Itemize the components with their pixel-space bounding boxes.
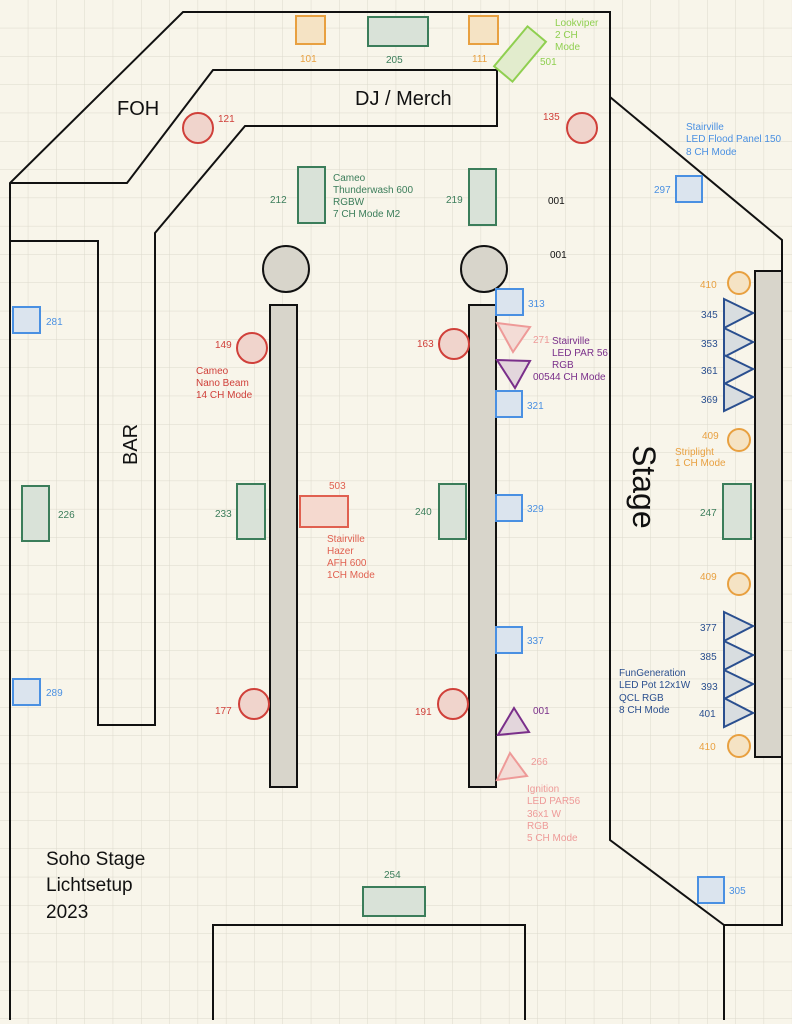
label-254: 254	[384, 870, 401, 881]
svg-text:2 CH: 2 CH	[555, 30, 578, 41]
svg-text:Hazer: Hazer	[327, 546, 354, 557]
svg-text:LED PAR56: LED PAR56	[527, 796, 581, 807]
svg-text:14 CH Mode: 14 CH Mode	[196, 390, 253, 401]
label-135: 135	[543, 112, 560, 123]
label-409: 409	[702, 431, 719, 442]
truss-right	[468, 304, 497, 788]
label-001: 001	[550, 250, 567, 261]
label-212: 212	[270, 195, 287, 206]
label-401: 401	[699, 709, 716, 720]
orange-fixtures	[295, 15, 751, 758]
label-281: 281	[46, 317, 63, 328]
label-501: 501	[540, 57, 557, 68]
label-353: 353	[701, 339, 718, 350]
label-271: 271	[533, 335, 550, 346]
label-149: 149	[215, 340, 232, 351]
area-foh: FOH	[117, 98, 159, 120]
par-fixtures	[495, 321, 532, 782]
label-361: 361	[701, 366, 718, 377]
svg-text:QCL RGB: QCL RGB	[619, 693, 664, 704]
label-0054: 0054	[533, 372, 556, 383]
label-247: 247	[700, 508, 717, 519]
label-233: 233	[215, 509, 232, 520]
truss-stage	[754, 270, 783, 758]
note-lookviper: Lookviper	[555, 18, 599, 29]
label-191: 191	[415, 707, 432, 718]
svg-text:5 CH Mode: 5 CH Mode	[527, 833, 578, 844]
label-410: 410	[700, 280, 717, 291]
svg-text:LED Flood Panel 150: LED Flood Panel 150	[686, 134, 782, 145]
svg-text:RGB: RGB	[552, 360, 574, 371]
label-289: 289	[46, 688, 63, 699]
label-377: 377	[700, 623, 717, 634]
svg-text:LED Pot 12x1W: LED Pot 12x1W	[619, 680, 691, 691]
label-329: 329	[527, 504, 544, 515]
led-pot-fixtures	[723, 297, 756, 729]
title-line2: Lichtsetup	[46, 875, 133, 896]
area-bar: BAR	[120, 424, 142, 465]
label-410: 410	[699, 742, 716, 753]
svg-text:8 CH Mode: 8 CH Mode	[686, 147, 737, 158]
green-fixtures	[21, 16, 752, 917]
label-409: 409	[700, 572, 717, 583]
blue-fixtures	[12, 175, 725, 904]
label-219: 219	[446, 195, 463, 206]
label-393: 393	[701, 682, 718, 693]
label-313: 313	[528, 299, 545, 310]
area-dj: DJ / Merch	[355, 88, 452, 110]
svg-text:Nano Beam: Nano Beam	[196, 378, 249, 389]
label-266: 266	[531, 757, 548, 768]
svg-text:4 CH Mode: 4 CH Mode	[555, 372, 606, 383]
label-385: 385	[700, 652, 717, 663]
label-337: 337	[527, 636, 544, 647]
note-nanobeam: Cameo	[196, 366, 229, 377]
note-striplight: Striplight	[675, 447, 714, 458]
label-297: 297	[654, 185, 671, 196]
label-101: 101	[300, 54, 317, 65]
label-503: 503	[329, 481, 346, 492]
svg-text:Mode: Mode	[555, 42, 580, 53]
label-121: 121	[218, 114, 235, 125]
note-floodpanel: Stairville	[686, 122, 724, 133]
note-par56: Stairville	[552, 336, 590, 347]
note-ignition: Ignition	[527, 784, 559, 795]
svg-text:LED PAR 56: LED PAR 56	[552, 348, 608, 359]
truss-left	[269, 304, 298, 788]
svg-text:Thunderwash 600: Thunderwash 600	[333, 185, 413, 196]
label-001: 001	[533, 706, 550, 717]
svg-text:RGB: RGB	[527, 821, 549, 832]
label-001: 001	[548, 196, 565, 207]
label-205: 205	[386, 55, 403, 66]
label-305: 305	[729, 886, 746, 897]
svg-text:AFH 600: AFH 600	[327, 558, 367, 569]
label-111: 111	[472, 54, 488, 65]
label-369: 369	[701, 395, 718, 406]
label-321: 321	[527, 401, 544, 412]
red-fixtures	[182, 112, 598, 720]
trusses	[262, 245, 783, 788]
label-240: 240	[415, 507, 432, 518]
svg-text:RGBW: RGBW	[333, 197, 365, 208]
area-stage: Stage	[626, 445, 662, 529]
svg-text:36x1 W: 36x1 W	[527, 809, 561, 820]
speaker-left	[262, 245, 310, 293]
label-177: 177	[215, 706, 232, 717]
lookviper-fixture	[492, 24, 548, 84]
svg-text:8 CH Mode: 8 CH Mode	[619, 705, 670, 716]
label-163: 163	[417, 339, 434, 350]
note-thunderwash: Cameo	[333, 173, 366, 184]
label-226: 226	[58, 510, 75, 521]
note-ledpot: FunGeneration	[619, 668, 686, 679]
svg-text:1 CH Mode: 1 CH Mode	[675, 458, 726, 469]
svg-text:7 CH Mode M2: 7 CH Mode M2	[333, 209, 401, 220]
svg-text:1CH Mode: 1CH Mode	[327, 570, 375, 581]
label-345: 345	[701, 310, 718, 321]
title-line3: 2023	[46, 902, 88, 923]
speaker-right	[460, 245, 508, 293]
room-walls	[9, 11, 783, 1020]
note-hazer: Stairville	[327, 534, 365, 545]
hazer-fixture	[299, 495, 349, 528]
title-line1: Soho Stage	[46, 849, 145, 870]
